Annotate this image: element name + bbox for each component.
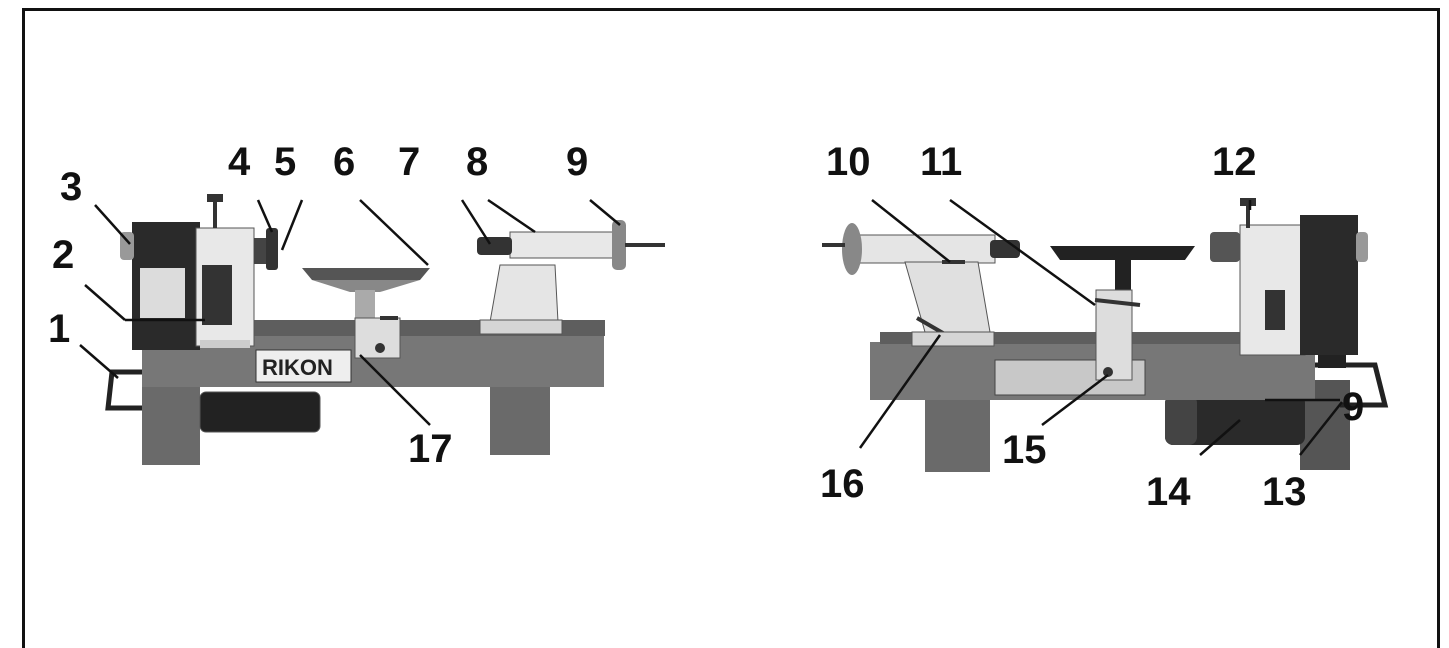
spindle-lock-knob-rear (1240, 198, 1256, 206)
lathe-rear-view (822, 198, 1389, 472)
handwheel-outboard (120, 232, 134, 260)
callout-labels: 1 2 3 4 5 6 7 8 9 17 10 11 12 9 13 14 15… (48, 140, 1364, 514)
callout-1: 1 (48, 307, 70, 351)
callout-6: 6 (333, 140, 355, 184)
control-panel (202, 265, 232, 325)
spindle-lock-knob (207, 194, 223, 202)
tailstock-quill (509, 231, 615, 259)
tailstock-quill-rear (854, 234, 996, 264)
motor (200, 392, 320, 432)
figure-border (22, 8, 1440, 648)
callout-2: 2 (52, 233, 74, 277)
callout-5: 5 (274, 140, 296, 184)
tailstock (489, 264, 559, 323)
leader-lines (79, 198, 1343, 456)
callout-7: 7 (398, 140, 420, 184)
tailstock-rear (904, 261, 991, 333)
callout-11: 11 (920, 140, 962, 184)
tool-rest (302, 268, 430, 280)
callout-17: 17 (408, 427, 453, 471)
callout-14: 14 (1146, 470, 1191, 514)
callout-16: 16 (820, 462, 865, 506)
handwheel-rear (1210, 232, 1240, 262)
callout-4: 4 (228, 140, 251, 184)
handle (105, 369, 142, 411)
callout-8: 8 (466, 140, 488, 184)
tailstock-handwheel-rear (842, 223, 862, 275)
headstock-cover-rear (1300, 215, 1358, 355)
motor-rear (1165, 395, 1305, 445)
callout-9-rear: 9 (1342, 385, 1364, 429)
lathe-front-view: RIKON (105, 194, 665, 465)
rikon-logo: RIKON (262, 355, 333, 380)
warning-label (140, 268, 185, 318)
tailstock-leg-rear (925, 392, 990, 472)
rikon-logo-plate (255, 349, 352, 383)
callout-13: 13 (1262, 470, 1307, 514)
tool-rest-rear (1050, 246, 1195, 260)
callout-10: 10 (826, 140, 871, 184)
drive-spur (266, 228, 278, 270)
callout-3: 3 (60, 165, 82, 209)
callout-15: 15 (1002, 428, 1047, 472)
callout-12: 12 (1212, 140, 1257, 184)
headstock-leg (142, 380, 200, 465)
tailstock-handwheel (612, 220, 626, 270)
callout-9: 9 (566, 140, 588, 184)
live-center (477, 237, 512, 255)
